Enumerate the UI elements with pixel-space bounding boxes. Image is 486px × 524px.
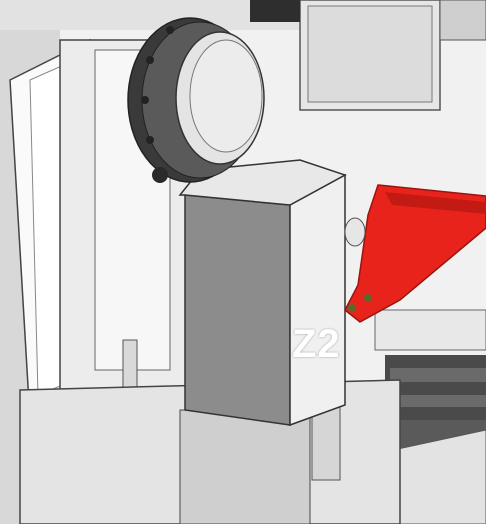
z2-axis-label: Z2	[292, 322, 341, 366]
highlighted-bracket	[344, 184, 486, 323]
z2-housing-front	[184, 194, 291, 426]
z2-housing-side	[289, 173, 346, 427]
tool-turret	[127, 17, 265, 183]
right-rail-block	[374, 309, 486, 351]
